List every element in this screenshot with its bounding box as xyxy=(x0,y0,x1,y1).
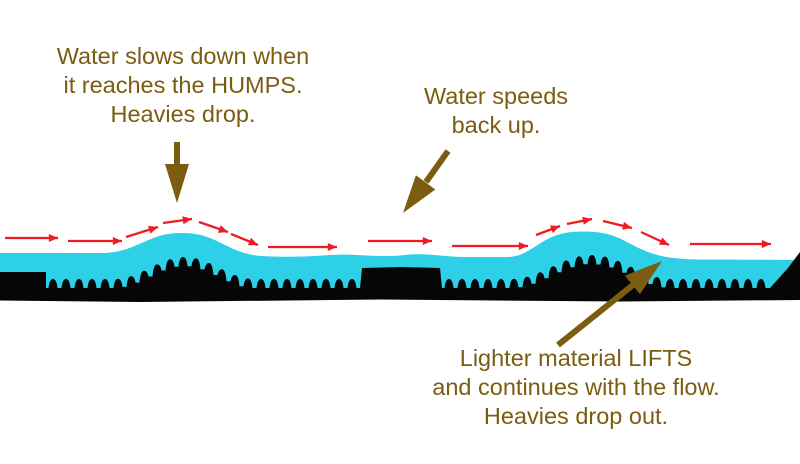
flow-arrow xyxy=(602,219,633,230)
label-speed-up-line: back up. xyxy=(451,112,541,138)
label-lifts-line: Lighter material LIFTS xyxy=(459,345,693,371)
flow-arrow xyxy=(566,216,593,226)
label-lifts: Lighter material LIFTS and continues wit… xyxy=(405,344,747,431)
flow-arrow xyxy=(198,220,229,234)
label-slow-down-line: Heavies drop. xyxy=(110,101,256,127)
label-lifts-line: Heavies drop out. xyxy=(483,403,669,429)
label-slow-down: Water slows down when it reaches the HUM… xyxy=(32,42,334,129)
sluice-base xyxy=(0,252,800,302)
speed-up-pointer-arrow xyxy=(403,149,451,213)
flow-arrow xyxy=(125,225,159,239)
flow-arrow xyxy=(230,232,259,247)
label-speed-up-line: Water speeds xyxy=(423,83,569,109)
heavies-drop-pointer-arrow xyxy=(165,142,189,203)
flow-arrows xyxy=(5,216,771,252)
label-speed-up: Water speeds back up. xyxy=(395,82,597,140)
flow-arrow xyxy=(162,216,193,225)
label-slow-down-line: Water slows down when xyxy=(56,43,310,69)
flow-arrow xyxy=(535,224,561,237)
pointer-arrows xyxy=(165,142,662,348)
label-lifts-line: and continues with the flow. xyxy=(432,374,720,400)
lifts-pointer-arrow xyxy=(556,261,662,348)
flow-arrow xyxy=(640,230,670,247)
label-slow-down-line: it reaches the HUMPS. xyxy=(63,72,303,98)
